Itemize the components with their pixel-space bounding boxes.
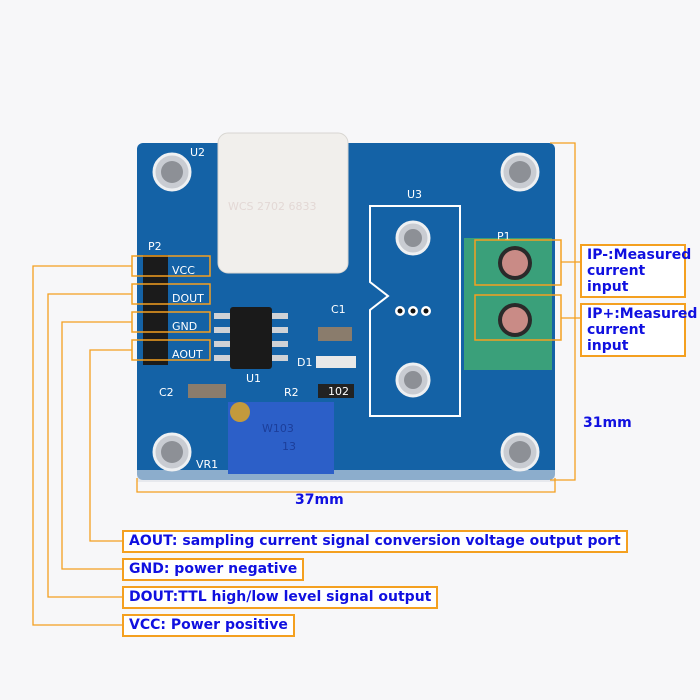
resistor-r2 [318,384,354,398]
u3-pad-holes [397,308,429,314]
dimension-height: 31mm [583,415,632,431]
led-d1 [316,356,356,368]
mounting-hole-centers [161,161,531,463]
capacitor-c1 [318,327,352,341]
capacitor-c2 [188,384,226,398]
silk-c2: C2 [159,386,174,399]
current-sensor-chip [217,132,349,274]
silk-u3: U3 [407,188,422,201]
silk-gnd: GND [172,320,197,333]
u3-outline [369,205,461,417]
chip-marking: WCS 2702 6833 [228,200,317,213]
label-ip-plus: IP+:Measured current input [580,303,697,357]
ic-u1 [230,307,272,369]
label-dout: DOUT:TTL high/low level signal output [122,586,439,609]
silk-d1: D1 [297,356,312,369]
label-gnd: GND: power negative [122,558,305,581]
silk-r2: R2 [284,386,299,399]
ic-u1-leads [214,313,288,361]
label-aout: AOUT: sampling current signal conversion… [122,530,628,553]
potentiometer-screw [230,402,250,422]
silk-u1: U1 [246,372,261,385]
pin-header [143,255,168,365]
silk-p2: P2 [148,240,162,253]
silk-vr1: VR1 [196,458,218,471]
r2-code: 102 [328,385,349,398]
silk-u2: U2 [190,146,205,159]
pcb-shadow [137,470,555,482]
silk-dout: DOUT [172,292,204,305]
label-vcc: VCC: Power positive [122,614,295,637]
terminal-screw [502,307,528,333]
leader-lines [32,142,580,626]
label-ip-minus: IP-:Measured current input [580,244,691,298]
pot-code2: 13 [282,440,296,453]
dimension-width: 37mm [295,492,344,508]
terminal-screw [502,250,528,276]
silk-c1: C1 [331,303,346,316]
pot-code: W103 [262,422,294,435]
silk-vcc: VCC [172,264,195,277]
silk-p1: P1 [497,230,511,243]
silk-aout: AOUT [172,348,203,361]
